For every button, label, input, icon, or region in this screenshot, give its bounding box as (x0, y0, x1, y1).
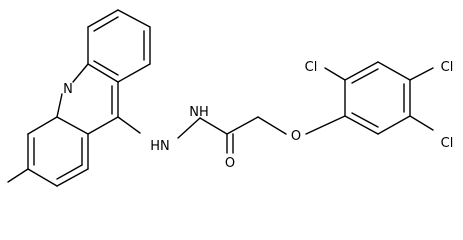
bond (117, 9, 151, 28)
hydrazide-hn-label: HN (150, 139, 170, 154)
bond (377, 115, 411, 135)
methyl-bond (7, 168, 29, 183)
bond (56, 168, 89, 187)
para-chlorine-label: Cl (441, 60, 454, 75)
bond (409, 115, 434, 131)
bond (351, 68, 379, 84)
structure-canvas: N NH HN O O Cl Cl Cl (7, 9, 454, 187)
bond (324, 67, 346, 81)
bond (117, 116, 141, 134)
carbonyl-oxygen-label: O (225, 156, 235, 171)
molecule-structure: N NH HN O O Cl Cl Cl (7, 9, 454, 187)
bond (409, 67, 434, 81)
bond (56, 164, 83, 180)
bond (351, 112, 379, 128)
bond (27, 116, 58, 135)
bond (27, 168, 58, 187)
bond (117, 63, 151, 83)
bond (87, 116, 119, 135)
bond (177, 117, 201, 139)
bond (305, 115, 346, 135)
bond (257, 116, 287, 135)
ortho-chlorine-label: Cl (305, 60, 318, 75)
bond (56, 93, 63, 118)
ring-nitrogen-label: N (63, 82, 73, 97)
bond (56, 116, 89, 135)
bond (344, 61, 379, 81)
bond (344, 115, 379, 135)
bond (377, 61, 411, 81)
meta-chlorine-label: Cl (441, 136, 454, 151)
bond (226, 116, 259, 135)
bond (87, 9, 119, 28)
bond (87, 63, 119, 83)
bond (93, 60, 119, 76)
hydrazide-nh-label: NH (189, 105, 209, 120)
bond (93, 16, 119, 32)
ether-oxygen-label: O (291, 129, 301, 144)
bond (72, 63, 89, 83)
bond (199, 117, 228, 135)
